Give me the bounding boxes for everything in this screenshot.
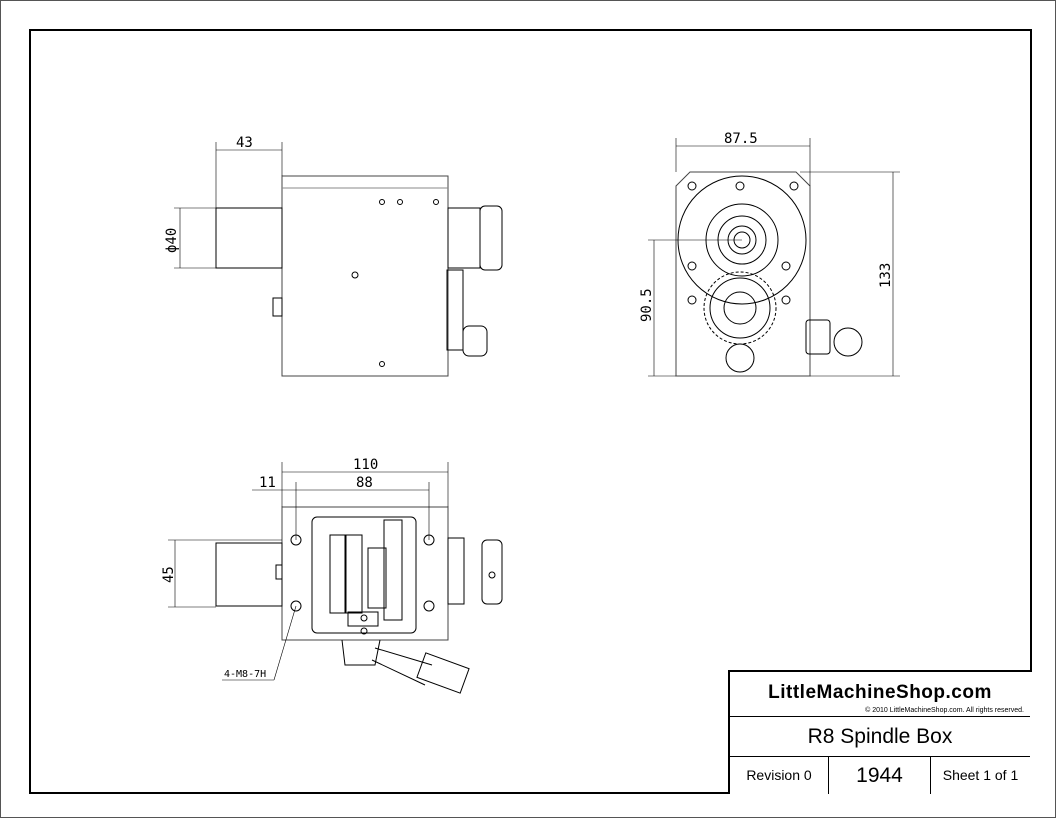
dim-11: 11 [259,475,276,491]
drawing-title: R8 Spindle Box [730,717,1030,757]
top-view [168,462,503,694]
thread-note: 4-M8-7H [224,669,266,680]
copyright-notice: © 2010 LittleMachineShop.com. All rights… [865,707,1024,714]
side-view [174,142,503,377]
dim-133: 133 [878,263,894,288]
dim-110: 110 [353,457,378,473]
company-name: LittleMachineShop.com [768,682,992,703]
drawing-frame [29,29,1032,794]
title-block: LittleMachineShop.com © 2010 LittleMachi… [728,670,1032,794]
dim-87-5: 87.5 [724,131,758,147]
dim-45: 45 [161,566,177,583]
dim-43: 43 [236,135,253,151]
revision: Revision 0 [730,757,829,794]
dim-90-5: 90.5 [639,288,655,322]
company-logo: LittleMachineShop.com © 2010 LittleMachi… [730,672,1030,717]
front-view [648,138,900,377]
part-number: 1944 [829,757,931,794]
dim-diameter-40: ϕ40 [164,228,180,253]
sheet-number: Sheet 1 of 1 [942,767,1019,783]
dim-88: 88 [356,475,373,491]
